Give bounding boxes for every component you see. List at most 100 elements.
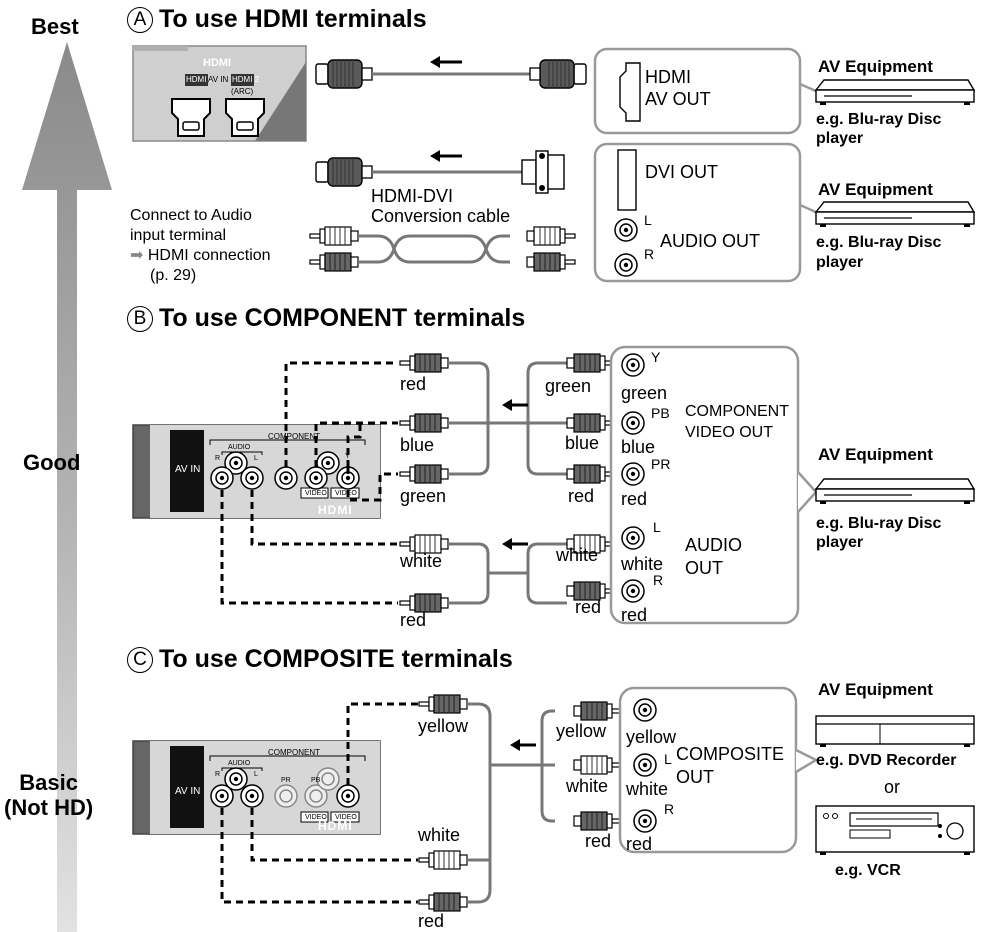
box-c-color-1: white [626, 779, 669, 799]
composite-dashed-routes [220, 702, 418, 904]
section-b-letter: B [127, 306, 153, 332]
tv-c-av-in: AV IN [175, 786, 201, 797]
tv-b-av-in: AV IN [175, 464, 201, 475]
dvd-recorder-icon [815, 715, 975, 747]
box-b-color-3: white [621, 554, 664, 574]
audio-note-line2: input terminal [130, 227, 227, 244]
conversion-cable-line2: Conversion cable [371, 206, 511, 226]
plug-left-c-2: red [418, 911, 445, 931]
equipment-c-eg1: e.g. DVD Recorder [816, 752, 957, 769]
good-label: Good [23, 450, 81, 475]
quality-arrow [22, 42, 112, 932]
equipment-a2-eg2: player [816, 254, 864, 271]
equipment-a1-eg2: player [816, 130, 864, 147]
hdmi-dvi-cable [315, 150, 565, 194]
best-label: Best [31, 14, 79, 39]
equipment-a1-title: AV Equipment [818, 57, 933, 76]
equipment-c-or: or [884, 777, 901, 797]
basic-label: Basic (Not HD) [4, 770, 94, 821]
dvi-audio-r-mark: R [644, 246, 655, 262]
tv-c-r: R [215, 771, 221, 778]
tv-c-pb: PB [311, 777, 321, 784]
dvi-audio-l-mark: L [644, 212, 652, 228]
audio-note-line4: (p. 29) [150, 267, 197, 284]
audio-out-line1: AUDIO [685, 535, 743, 555]
equipment-a2-eg1: e.g. Blu-ray Disc [816, 234, 942, 251]
box-c-color-0: yellow [626, 727, 677, 747]
tv-b-video2: VIDEO [335, 490, 357, 497]
composite-out-line1: COMPOSITE [676, 744, 785, 764]
plug-right-b-1: blue [565, 433, 600, 453]
tv-b-audio: AUDIO [228, 444, 251, 451]
composite-cable-trunk [467, 702, 555, 904]
plug-right-c-2: red [585, 831, 612, 851]
plug-left-b-2: green [400, 486, 447, 506]
composite-out-line2: OUT [676, 767, 714, 787]
component-dashed-routes [220, 361, 398, 605]
hdmi-out-line1: HDMI [645, 67, 691, 87]
bluray-player-icon [815, 201, 975, 228]
bluray-player-icon [815, 478, 975, 505]
section-c-heading: To use COMPOSITE terminals [159, 645, 513, 673]
hdmi-cable [315, 56, 587, 89]
vcr-icon [815, 805, 975, 855]
hdmi-out-box [593, 47, 802, 135]
tv-hdmi1-label: HDMI 1 [186, 75, 214, 84]
audio-out-line2: OUT [685, 558, 723, 578]
section-a-heading: To use HDMI terminals [159, 5, 427, 33]
tv-b-r: R [215, 455, 221, 462]
tv-hdmi-logo: HDMI [203, 57, 232, 69]
dvi-audio-out-label: AUDIO OUT [660, 231, 761, 251]
audio-note-line3[interactable]: HDMI connection [147, 247, 271, 264]
plug-right-c-0: yellow [556, 721, 607, 741]
tv-b-video1: VIDEO [305, 490, 327, 497]
tv-component-panel [132, 424, 381, 519]
plug-left-c-0: yellow [418, 716, 469, 736]
tv-c-pr: PR [281, 777, 291, 784]
equipment-b-eg2: player [816, 534, 864, 551]
box-b-color-1: blue [621, 437, 656, 457]
tv-arc-label: (ARC) [231, 87, 254, 96]
equipment-c-title: AV Equipment [818, 680, 933, 699]
jack-c-mark-0: L [664, 751, 672, 767]
component-cable-trunk [448, 361, 567, 605]
equipment-a1-eg1: e.g. Blu-ray Disc [816, 111, 942, 128]
bluray-player-icon [815, 79, 975, 106]
audio-note-line3-wrap: ➡ HDMI connection [130, 248, 271, 264]
equipment-b-eg1: e.g. Blu-ray Disc [816, 515, 942, 532]
hdmi-out-line2: AV OUT [645, 89, 711, 109]
audio-cable-pair [309, 226, 576, 272]
plug-right-b-3: white [556, 545, 599, 565]
section-b-heading: To use COMPONENT terminals [159, 304, 526, 332]
tv-hdmi-panel [132, 45, 307, 142]
tv-b-y: Y [345, 453, 350, 460]
tv-hdmi2-label: HDMI 2 [232, 75, 260, 84]
box-b-color-4: red [621, 605, 648, 625]
dvi-out-label: DVI OUT [645, 162, 719, 182]
jack-c-mark-1: R [664, 801, 675, 817]
tv-c-video2: VIDEO [335, 814, 357, 821]
equipment-c-eg2: e.g. VCR [835, 862, 901, 879]
tv-b-component: COMPONENT [268, 432, 320, 441]
jack-b-mark-3: L [653, 519, 661, 535]
jack-b-mark-4: R [653, 572, 664, 588]
jack-b-mark-0: Y [651, 349, 661, 365]
plug-left-c-1: white [418, 825, 461, 845]
jack-b-mark-2: PR [651, 456, 671, 472]
tv-b-hdmi-logo: HDMI [318, 503, 353, 517]
equipment-a2-title: AV Equipment [818, 180, 933, 199]
tv-c-l: L [254, 771, 258, 778]
plug-right-b-2: red [568, 486, 595, 506]
dvi-out-box [593, 142, 802, 283]
plug-left-b-1: blue [400, 435, 435, 455]
arrow-right-icon: ➡ [130, 247, 148, 264]
plug-left-b-4: red [400, 610, 427, 630]
box-c-color-2: red [626, 834, 653, 854]
tv-composite-panel [132, 740, 381, 835]
box-b-color-0: green [621, 383, 668, 403]
